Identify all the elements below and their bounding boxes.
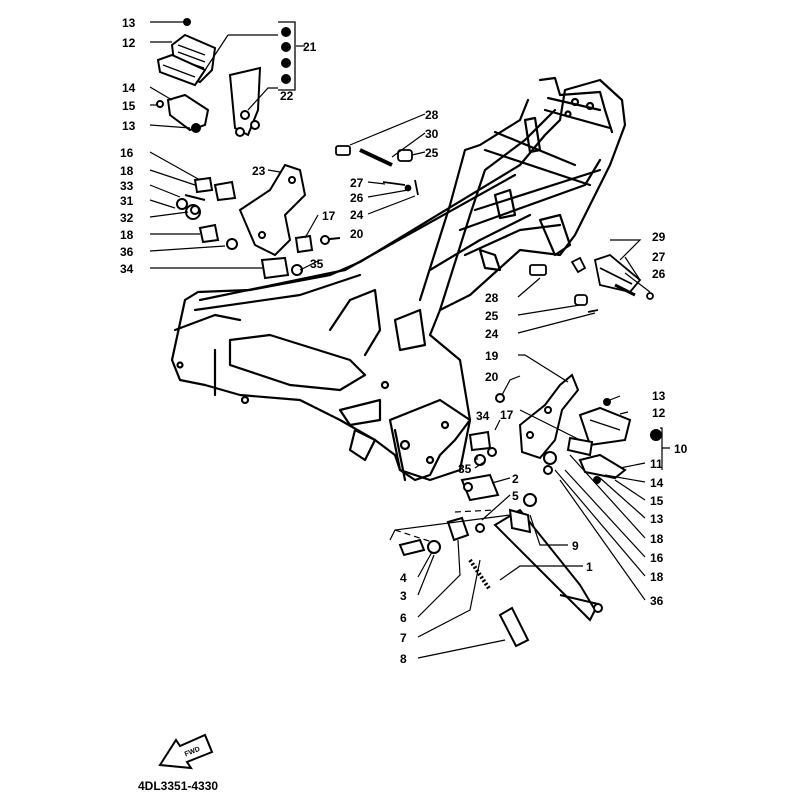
right-upper-footrest	[529, 253, 654, 313]
right-footrest-bracket	[468, 373, 580, 466]
left-footrest-assembly	[156, 18, 262, 137]
callout-35a: 35	[310, 257, 324, 271]
callout-12b: 12	[652, 406, 666, 420]
callout-17b: 17	[500, 408, 514, 422]
callout-20b: 20	[485, 370, 499, 384]
center-small-parts	[335, 145, 419, 196]
callout-11: 11	[650, 457, 663, 471]
callout-14b: 14	[650, 476, 664, 490]
callout-27a: 27	[350, 176, 364, 190]
callout-25a: 25	[425, 146, 439, 160]
fwd-arrow-icon: FWD	[158, 733, 214, 770]
callout-2: 2	[512, 472, 519, 486]
callout-14a: 14	[122, 81, 136, 95]
callout-36b: 36	[650, 594, 664, 608]
callout-34b: 34	[476, 409, 490, 423]
callout-36a: 36	[120, 245, 134, 259]
callout-1: 1	[586, 560, 593, 574]
callout-7: 7	[400, 631, 407, 645]
callout-8: 8	[400, 652, 407, 666]
callout-4: 4	[400, 571, 407, 585]
callout-24b: 24	[485, 327, 499, 341]
callout-16b: 16	[650, 551, 664, 565]
part-code: 4DL3351-4330	[138, 779, 218, 793]
callout-33: 33	[120, 179, 134, 193]
color-dots-bracket	[278, 21, 296, 91]
callout-13a: 13	[122, 16, 136, 30]
callout-24a: 24	[350, 208, 364, 222]
callout-28b: 28	[485, 291, 499, 305]
callout-6: 6	[400, 611, 407, 625]
callout-26b: 26	[652, 267, 666, 281]
callout-15b: 15	[650, 494, 664, 508]
callout-26a: 26	[350, 191, 364, 205]
callout-19: 19	[485, 349, 499, 363]
callout-13b: 13	[122, 119, 136, 133]
callout-16a: 16	[120, 146, 134, 160]
callout-25b: 25	[485, 309, 499, 323]
color-dots	[281, 27, 291, 84]
callout-13c: 13	[652, 389, 666, 403]
callout-18c: 18	[650, 532, 664, 546]
callout-23: 23	[252, 164, 266, 178]
callout-28a: 28	[425, 108, 439, 122]
sidestand-assembly	[398, 473, 603, 648]
leader-lines	[149, 21, 670, 659]
callout-32: 32	[120, 211, 134, 225]
callout-18b: 18	[120, 228, 134, 242]
callout-30: 30	[425, 127, 439, 141]
callout-5: 5	[512, 489, 519, 503]
callout-27b: 27	[652, 250, 666, 264]
callout-9: 9	[572, 539, 579, 553]
callout-18a: 18	[120, 164, 134, 178]
callout-labels: 13 12 21 22 14 15 13 28 30 25 16 18 33 3…	[120, 16, 688, 666]
callout-3: 3	[400, 589, 407, 603]
callout-31: 31	[120, 194, 134, 208]
right-lower-footrest	[543, 398, 662, 484]
left-footrest-bracket	[176, 163, 341, 280]
callout-18d: 18	[650, 570, 664, 584]
callout-34a: 34	[120, 262, 134, 276]
callout-35b: 35	[458, 462, 472, 476]
main-frame	[170, 76, 627, 482]
callout-20a: 20	[350, 227, 364, 241]
callout-12a: 12	[122, 36, 136, 50]
callout-29: 29	[652, 230, 666, 244]
callout-21: 21	[303, 40, 317, 54]
callout-15a: 15	[122, 99, 136, 113]
callout-13d: 13	[650, 512, 664, 526]
callout-17a: 17	[322, 209, 336, 223]
callout-10: 10	[674, 442, 688, 456]
callout-22: 22	[280, 89, 294, 103]
